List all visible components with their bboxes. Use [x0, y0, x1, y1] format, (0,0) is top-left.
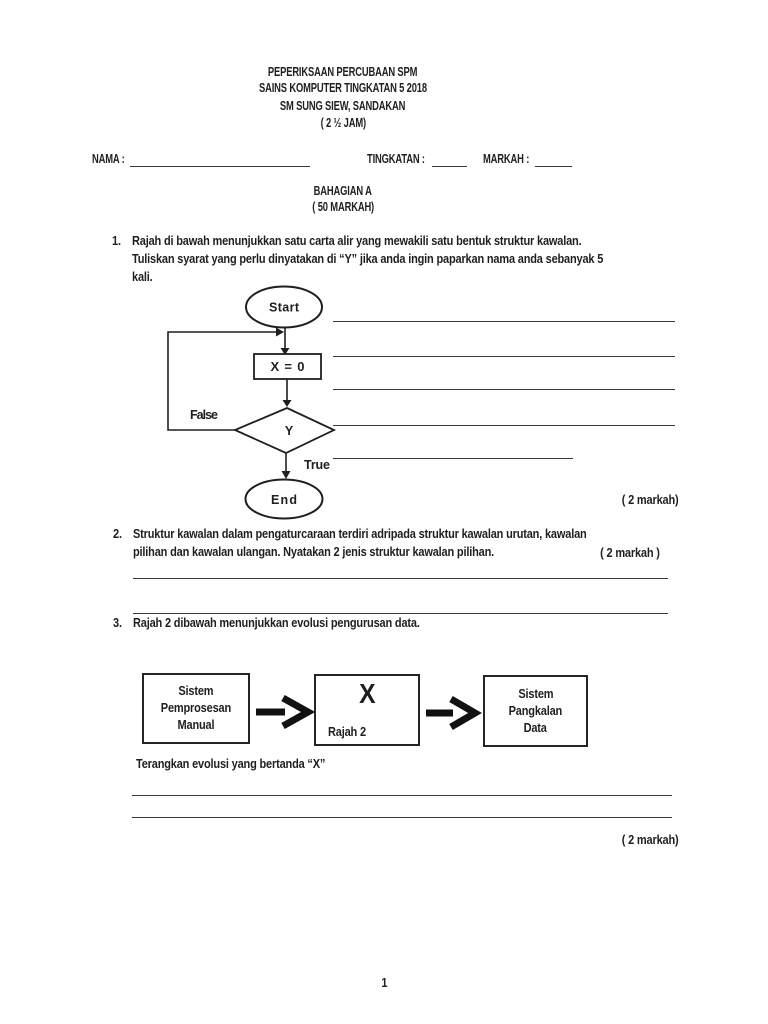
- q1-text-line1: Rajah di bawah menunjukkan satu carta al…: [132, 234, 582, 248]
- flow-line-false-loop: [167, 331, 276, 431]
- arrowhead-down-icon: [280, 348, 290, 355]
- flowchart-start-label: Start: [269, 301, 300, 315]
- q1-marks: ( 2 markah): [621, 493, 678, 507]
- flowchart-end-label: End: [271, 493, 297, 507]
- box3-line3: Data: [523, 720, 548, 735]
- q2-marks: ( 2 markah ): [600, 546, 660, 560]
- flowchart-start-shape: [245, 285, 323, 329]
- q3-number: 3.: [113, 616, 122, 630]
- diagram-box-database-system: Sistem Pangkalan Data: [483, 675, 588, 747]
- q2-text-line1: Struktur kawalan dalam pengaturcaraan te…: [133, 527, 587, 541]
- box2-caption: Rajah 2: [328, 725, 366, 739]
- box2-x-label: X: [358, 678, 376, 709]
- q1-answer-line-3: [333, 389, 675, 390]
- box3-line2: Pangkalan: [508, 703, 563, 718]
- exam-duration-line: ( 2 ½ JAM): [320, 116, 366, 130]
- q2-number: 2.: [113, 527, 122, 541]
- arrowhead-right-icon: [276, 327, 284, 337]
- q1-answer-line-1: [333, 321, 675, 322]
- q1-answer-line-2: [333, 356, 675, 357]
- exam-school-line: SM SUNG SIEW, SANDAKAN: [280, 99, 406, 113]
- flowchart-false-label: False: [190, 408, 218, 422]
- q3-answer-line-2: [132, 817, 672, 818]
- exam-title-line1: PEPERIKSAAN PERCUBAAN SPM: [268, 65, 418, 79]
- page-number: 1: [381, 976, 387, 990]
- exam-title-line2: SAINS KOMPUTER TINGKATAN 5 2018: [259, 81, 427, 95]
- q3-answer-line-1: [132, 795, 672, 796]
- tingkatan-blank-line: [432, 166, 467, 167]
- arrowhead-down-icon: [282, 400, 292, 407]
- section-title: BAHAGIAN A: [313, 184, 373, 198]
- box1-line3: Manual: [177, 718, 215, 732]
- flowchart-process-shape: [253, 353, 322, 380]
- flowchart-decision-label: Y: [285, 424, 294, 438]
- markah-label: MARKAH :: [483, 152, 530, 166]
- flowchart-diagram: Start X=0 Y False True End: [167, 285, 337, 520]
- diagram-box-x: X Rajah 2: [314, 674, 420, 746]
- q3-instruction: Terangkan evolusi yang bertanda “X”: [136, 757, 326, 771]
- markah-blank-line: [535, 166, 572, 167]
- flowchart-process-label: X=0: [271, 359, 305, 374]
- evolution-arrow-icon: [256, 694, 316, 730]
- flowchart-true-label: True: [304, 458, 330, 472]
- q1-answer-line-4: [333, 425, 675, 426]
- q1-text-line3: kali.: [132, 270, 153, 284]
- q2-text-line2: pilihan dan kawalan ulangan. Nyatakan 2 …: [133, 545, 495, 559]
- box3-line1: Sistem: [517, 686, 554, 701]
- q3-intro: Rajah 2 dibawah menunjukkan evolusi peng…: [133, 616, 420, 630]
- tingkatan-label: TINGKATAN :: [367, 152, 425, 166]
- box1-line1: Sistem: [178, 684, 214, 698]
- diagram-box-manual-system: Sistem Pemprosesan Manual: [142, 673, 250, 744]
- q3-marks: ( 2 markah): [621, 833, 678, 847]
- q1-answer-line-5: [333, 458, 573, 459]
- evolution-arrow-icon: [426, 695, 482, 731]
- q1-text-line2: Tuliskan syarat yang perlu dinyatakan di…: [132, 252, 604, 266]
- q1-number: 1.: [112, 234, 121, 248]
- name-label: NAMA :: [92, 152, 125, 166]
- box1-line2: Pemprosesan: [160, 701, 232, 715]
- arrowhead-down-icon: [281, 471, 291, 479]
- name-blank-line: [130, 166, 310, 167]
- flowchart-end-shape: [244, 478, 324, 520]
- q2-answer-line-1: [133, 578, 668, 579]
- section-subtitle: ( 50 MARKAH): [312, 200, 374, 214]
- q2-answer-line-2: [133, 613, 668, 614]
